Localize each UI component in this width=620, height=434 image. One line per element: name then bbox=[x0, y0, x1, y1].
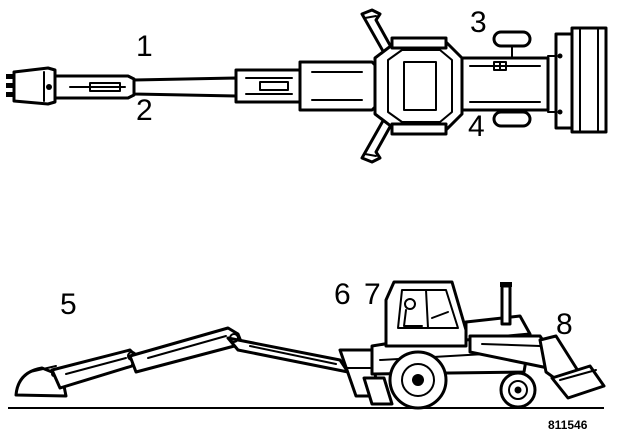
side-view-front-wheel bbox=[499, 371, 537, 409]
side-view-hood bbox=[464, 282, 532, 342]
top-view-bucket bbox=[6, 66, 57, 106]
top-view bbox=[6, 8, 608, 164]
side-view-boom bbox=[128, 326, 350, 374]
top-view-boom bbox=[132, 60, 382, 112]
callout-1: 1 bbox=[136, 30, 153, 63]
side-view-dipper-stick bbox=[50, 348, 138, 390]
figure-number: 811546 bbox=[548, 418, 588, 432]
top-view-loader-bucket bbox=[547, 26, 608, 134]
callout-8: 8 bbox=[556, 308, 573, 341]
callout-7: 7 bbox=[364, 278, 381, 311]
callout-3: 3 bbox=[470, 6, 487, 39]
side-view-loader bbox=[468, 334, 606, 400]
top-view-hood bbox=[460, 56, 550, 112]
side-view-cab bbox=[384, 280, 468, 348]
callout-5: 5 bbox=[60, 288, 77, 321]
top-view-cab bbox=[373, 36, 464, 136]
top-view-dipper-stick bbox=[53, 74, 136, 100]
callout-2: 2 bbox=[136, 94, 153, 127]
callout-4: 4 bbox=[468, 110, 485, 143]
side-view-rear-wheel bbox=[388, 350, 448, 410]
callout-6: 6 bbox=[334, 278, 351, 311]
top-view-front-wheels bbox=[492, 30, 532, 128]
side-view-stabilizer bbox=[338, 348, 394, 406]
side-view bbox=[8, 280, 606, 410]
